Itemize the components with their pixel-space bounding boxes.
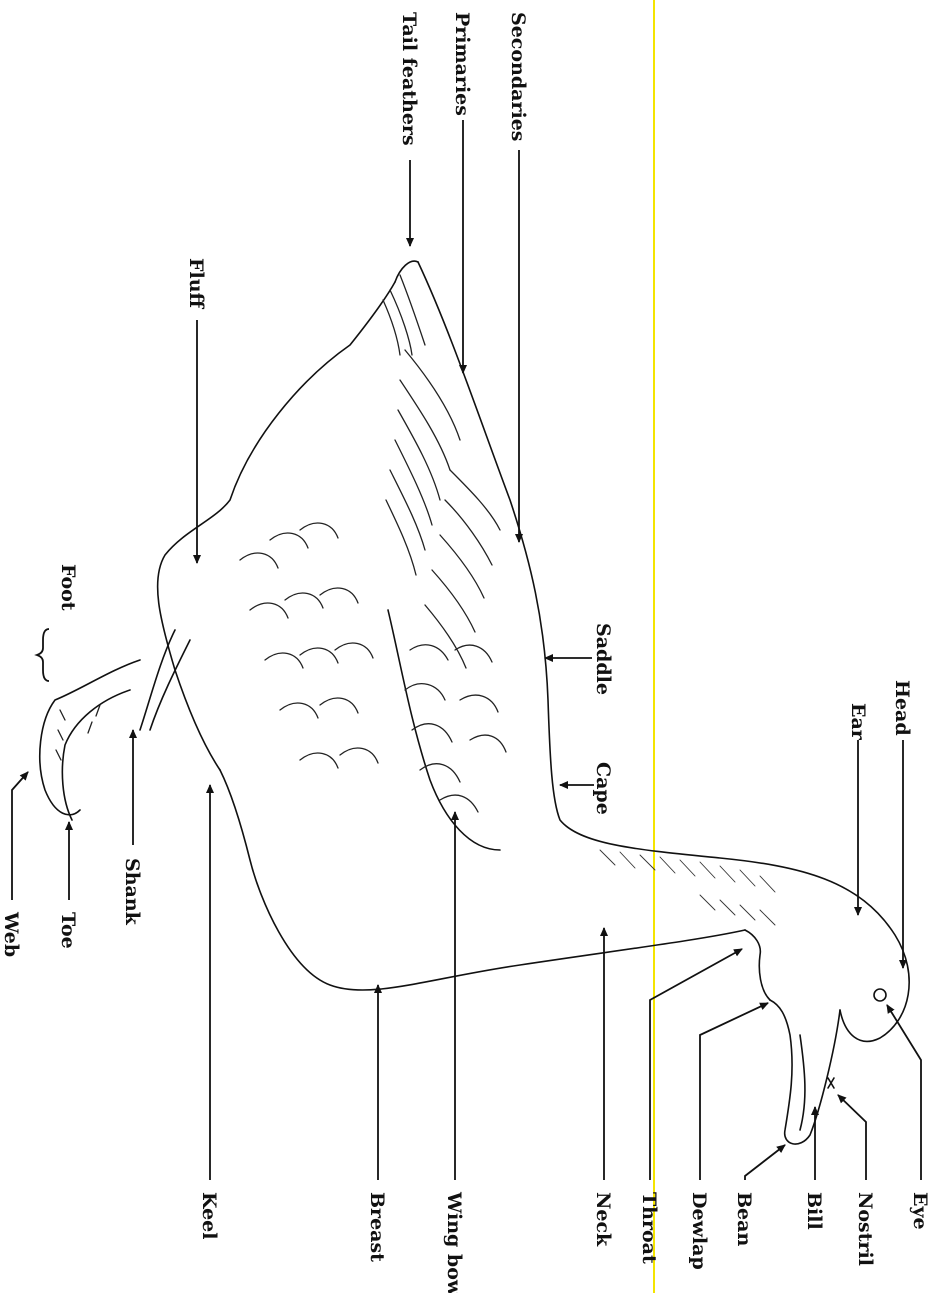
label-toe: Toe <box>57 912 79 949</box>
label-throat: Throat <box>638 1192 660 1264</box>
label-dewlap: Dewlap <box>688 1192 710 1270</box>
label-fluff: Fluff <box>185 258 207 310</box>
leader-lines <box>12 120 921 1180</box>
label-ear: Ear <box>847 703 869 741</box>
web-leader <box>12 772 28 900</box>
labels: Secondaries Primaries Tail feathers Fluf… <box>0 12 931 1293</box>
label-neck: Neck <box>592 1192 614 1247</box>
label-web: Web <box>0 911 22 957</box>
label-keel: Keel <box>198 1192 220 1240</box>
label-cape: Cape <box>592 762 614 815</box>
nostril-leader <box>838 1095 866 1180</box>
label-nostril: Nostril <box>854 1192 876 1266</box>
label-bill: Bill <box>803 1192 825 1230</box>
throat-leader <box>650 949 742 1180</box>
label-saddle: Saddle <box>592 623 614 695</box>
dewlap-leader <box>700 1003 768 1180</box>
label-wing-bow: Wing bow <box>443 1191 465 1293</box>
foot-brace <box>37 629 49 681</box>
label-primaries: Primaries <box>451 12 473 116</box>
label-secondaries: Secondaries <box>507 12 529 141</box>
bean-leader <box>745 1145 785 1180</box>
label-shank: Shank <box>121 858 143 926</box>
eye-leader <box>887 1005 921 1180</box>
label-bean: Bean <box>733 1192 755 1246</box>
label-tail-feathers: Tail feathers <box>398 12 420 146</box>
label-foot: Foot <box>57 564 79 611</box>
goose-illustration <box>40 261 909 1144</box>
label-eye: Eye <box>909 1192 931 1230</box>
label-head: Head <box>891 680 913 736</box>
label-breast: Breast <box>366 1192 388 1262</box>
